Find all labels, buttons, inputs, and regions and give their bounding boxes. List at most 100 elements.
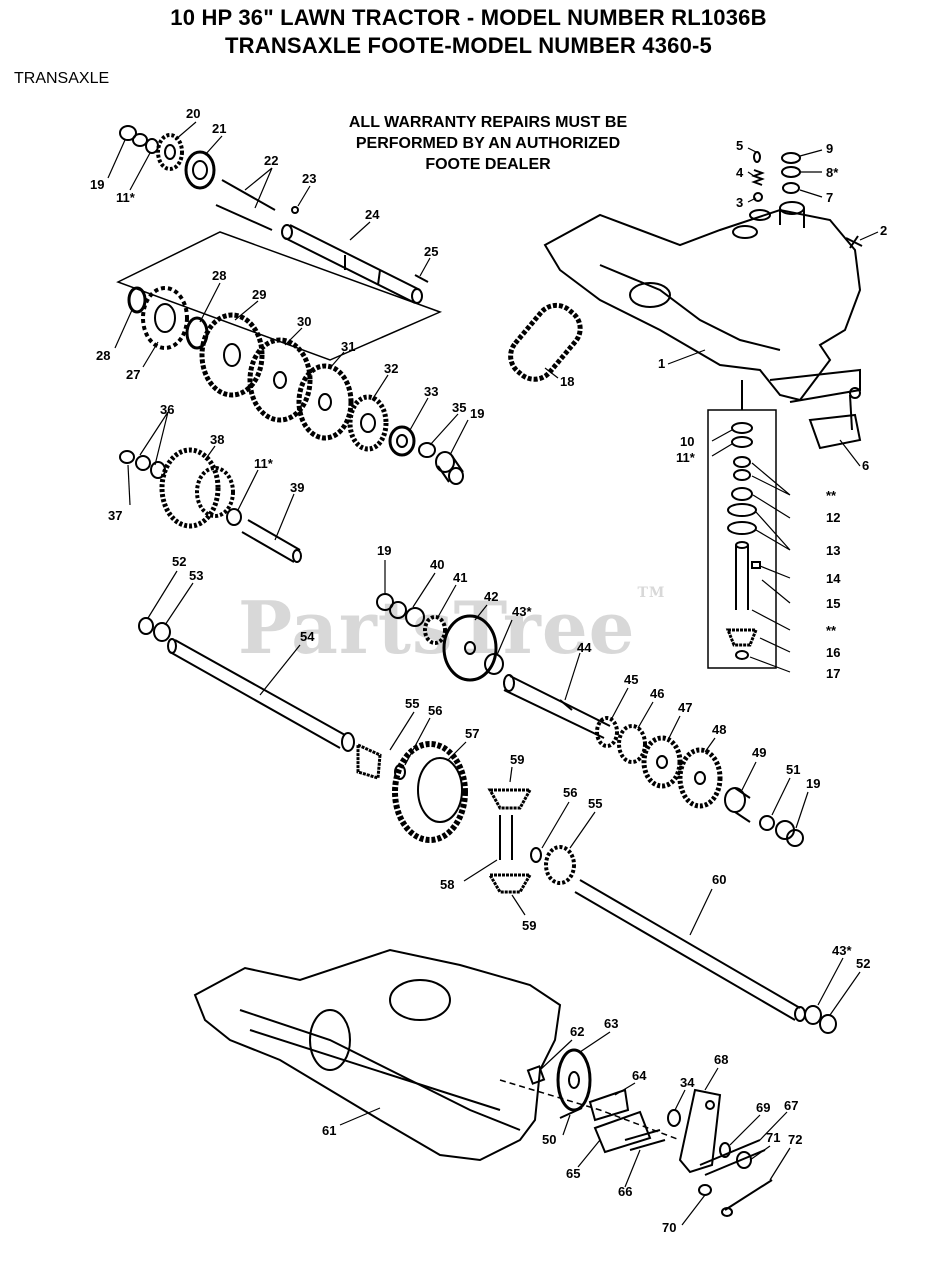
part-19-bushing-d[interactable] [775, 820, 804, 847]
part-59-bevel-a[interactable] [487, 788, 533, 810]
part-41-sprocket[interactable] [423, 615, 447, 645]
callout-69: 69 [756, 1100, 770, 1115]
part-59-bevel-b[interactable] [487, 873, 533, 894]
part-39-shaft[interactable] [241, 519, 302, 563]
part-65-caliper[interactable] [593, 1110, 652, 1154]
part-53-washer[interactable] [153, 622, 171, 642]
callout-11: 11* [116, 190, 136, 205]
callout-34: 34 [680, 1075, 695, 1090]
part-22-keys[interactable] [215, 179, 276, 231]
callout-30: 30 [297, 314, 311, 329]
part-62-brake-pad[interactable] [526, 1065, 546, 1085]
callout-19b: 19 [470, 406, 484, 421]
part-30-gear[interactable] [247, 337, 313, 423]
part-13-washers[interactable] [727, 503, 757, 535]
callout-17: 17 [826, 666, 840, 681]
part-32-gear[interactable] [347, 394, 389, 452]
part-55-gear-a[interactable] [356, 742, 382, 780]
part-1-upper-housing[interactable] [543, 201, 862, 403]
part-51-washer[interactable] [759, 815, 775, 831]
part-11-washer-b[interactable] [226, 508, 242, 526]
part-60-axle[interactable] [574, 879, 806, 1022]
parts-12-washers[interactable] [731, 456, 753, 501]
part-57-ring-gear[interactable] [392, 741, 468, 843]
part-7-washer[interactable] [782, 182, 800, 194]
part-43-washer-b[interactable] [804, 1005, 822, 1025]
part-45-gear[interactable] [595, 716, 619, 748]
part-36-washers[interactable] [119, 450, 166, 479]
part-19-bushing-c[interactable] [376, 593, 407, 619]
part-54-axle[interactable] [167, 638, 355, 752]
part-18-chain[interactable] [502, 297, 588, 387]
part-70-washer[interactable] [698, 1184, 712, 1196]
part-23-pin[interactable] [291, 206, 299, 214]
part-58-pin[interactable] [499, 815, 513, 860]
part-69-spacer[interactable] [719, 1142, 731, 1158]
part-24-input-shaft[interactable] [281, 224, 423, 304]
part-47-gear[interactable] [641, 735, 683, 789]
part-5-ball[interactable] [753, 151, 761, 163]
callout-20: 20 [186, 106, 200, 121]
part-14-key[interactable] [751, 561, 761, 569]
part-33-bearing[interactable] [388, 425, 416, 457]
callout-31: 31 [341, 339, 355, 354]
callout-42: 42 [484, 589, 498, 604]
callout-71: 71 [766, 1130, 780, 1145]
callout-1: 1 [658, 356, 665, 371]
callout-19: 19 [90, 177, 104, 192]
callout-14: 14 [826, 571, 841, 586]
callout-65: 65 [566, 1166, 580, 1181]
part-6-shift-plate[interactable] [808, 387, 862, 450]
part-52-washer-b[interactable] [819, 1014, 837, 1034]
part-11-washer-c[interactable] [731, 436, 753, 448]
part-42-disc[interactable] [442, 614, 498, 682]
part-3-spring[interactable] [753, 192, 763, 202]
part-61-lower-housing[interactable] [193, 948, 562, 1162]
part-67-bolt[interactable] [699, 1139, 766, 1176]
part-40-spacer[interactable] [405, 607, 425, 627]
part-34-washer[interactable] [667, 1109, 681, 1127]
part-35-washer[interactable] [418, 442, 436, 458]
part-19-bushing-top[interactable] [119, 125, 148, 147]
part-27-sprocket[interactable] [141, 286, 189, 350]
part-46-gear[interactable] [617, 724, 647, 764]
part-17-washer[interactable] [735, 650, 749, 660]
callout-55b: 55 [588, 796, 602, 811]
part-8-oring[interactable] [781, 166, 801, 178]
part-15-shift-shaft[interactable] [735, 541, 749, 610]
part-20-gear[interactable] [156, 133, 184, 171]
part-52-washer-a[interactable] [138, 617, 154, 635]
part-68-brake-lever[interactable] [678, 1088, 722, 1174]
part-64-brake-pad[interactable] [588, 1088, 630, 1122]
part-28-washer-a[interactable] [127, 286, 147, 314]
part-19-bushing-b[interactable] [435, 451, 464, 485]
part-66-pins[interactable] [624, 1129, 666, 1151]
callout-15: 15 [826, 596, 840, 611]
part-48-gear[interactable] [677, 747, 723, 809]
callout-28b: 28 [96, 348, 110, 363]
part-9-seal[interactable] [781, 152, 801, 164]
part-2-bolt[interactable] [845, 235, 863, 249]
part-21-collar[interactable] [184, 150, 216, 190]
part-49-bushing[interactable] [724, 787, 751, 823]
callout-40: 40 [430, 557, 444, 572]
shift-column-frame [707, 380, 777, 669]
part-29-gear[interactable] [199, 312, 265, 398]
part-38-cluster-gear[interactable] [159, 447, 235, 529]
part-4-spring[interactable] [751, 169, 765, 186]
part-43-washer-a[interactable] [484, 653, 504, 675]
part-72-bolt[interactable] [721, 1179, 773, 1217]
callout-21: 21 [212, 121, 226, 136]
part-63-brake-disc[interactable] [556, 1048, 592, 1112]
part-56-ring-b[interactable] [530, 847, 542, 863]
callout-4: 4 [736, 165, 744, 180]
part-25-pin[interactable] [414, 274, 429, 283]
callout-38: 38 [210, 432, 224, 447]
part-16-gear[interactable] [725, 628, 759, 647]
part-10-seal[interactable] [731, 422, 753, 434]
part-44-shaft[interactable] [503, 674, 611, 739]
part-50-key[interactable] [559, 1107, 583, 1119]
part-55-gear-b[interactable] [544, 845, 576, 885]
part-31-gear[interactable] [296, 363, 354, 441]
callout-66: 66 [618, 1184, 632, 1199]
